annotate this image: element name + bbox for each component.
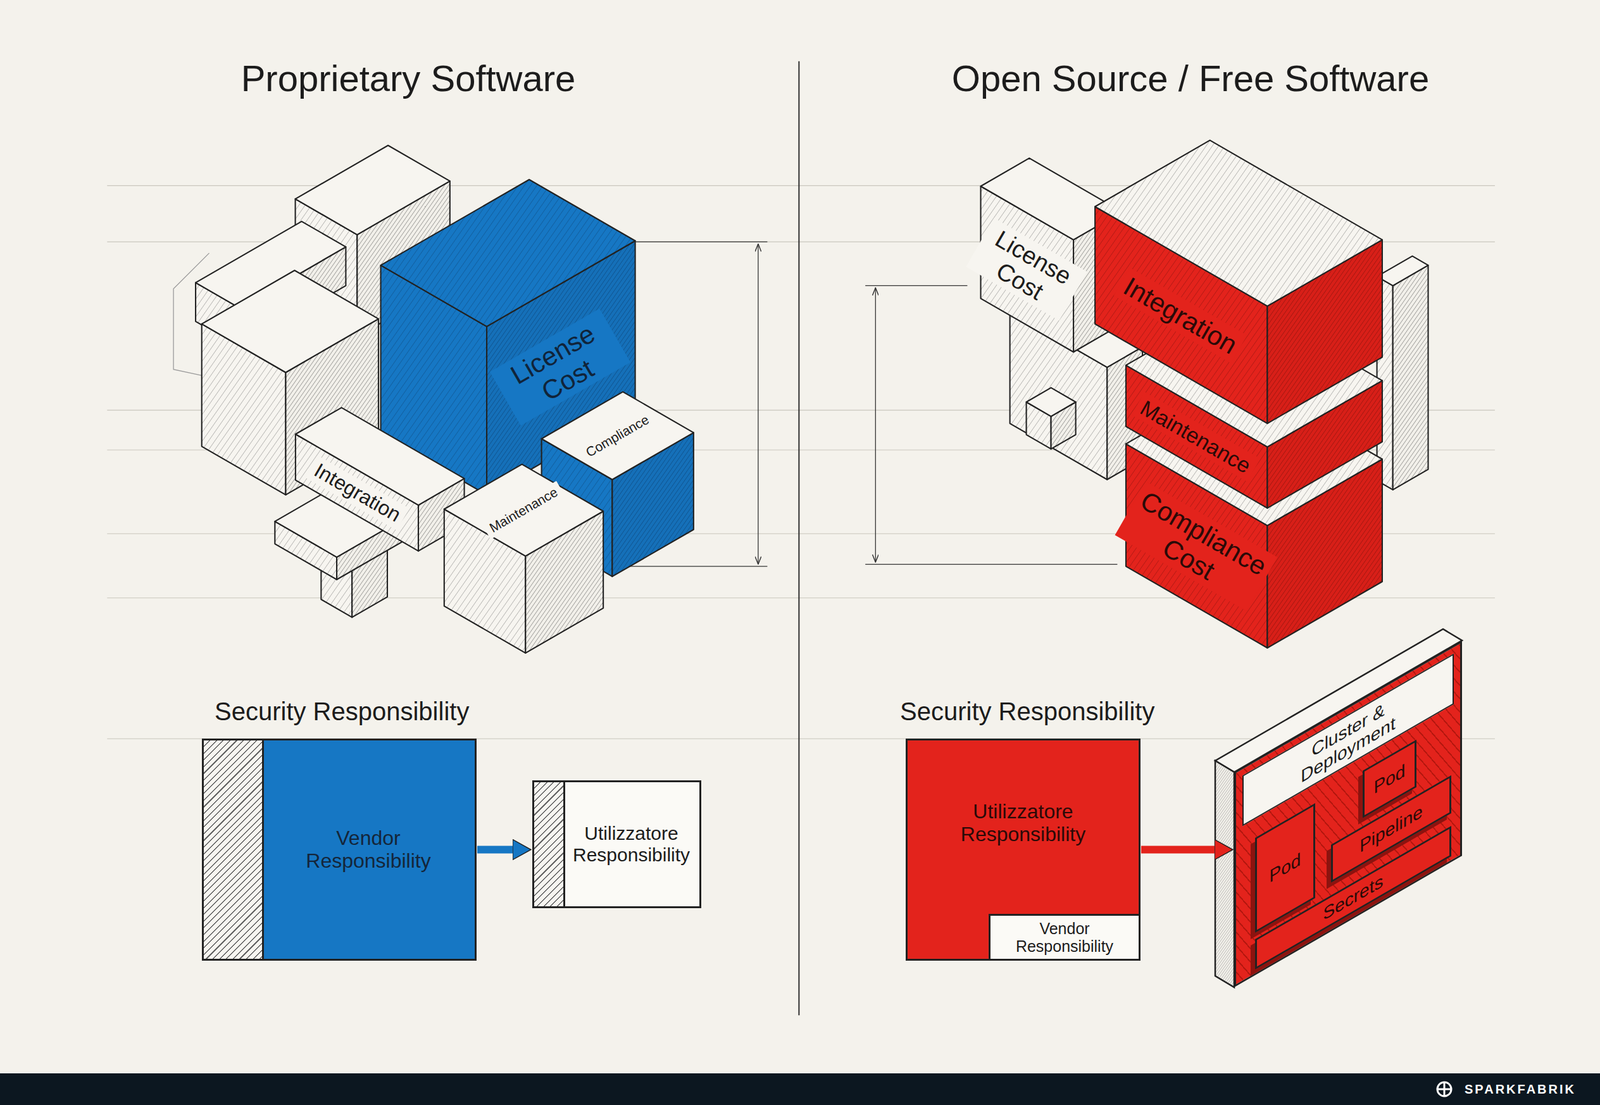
block-face — [444, 464, 604, 557]
iso-block — [1026, 387, 1076, 450]
flow-arrow — [1141, 846, 1215, 854]
cost-block: Integration — [305, 455, 410, 531]
responsibility-box: Utilizzatore ResponsibilityVendor Respon… — [905, 738, 1141, 961]
cost-block: Compliance Cost — [1114, 481, 1278, 611]
cost-block: Integration — [1113, 267, 1248, 363]
node-label: Integration — [305, 455, 410, 531]
extension-line — [865, 285, 968, 287]
node-label: Compliance Cost — [1114, 481, 1278, 611]
drawing — [106, 61, 1495, 1016]
logo-stroke — [1443, 1082, 1446, 1097]
block-face — [381, 179, 636, 327]
extension-line — [635, 241, 768, 242]
node-label: Vendor Responsibility — [996, 919, 1133, 956]
node-label: Maintenance — [481, 481, 566, 540]
extension-line — [612, 565, 768, 567]
block-face — [1377, 256, 1429, 287]
iso-block — [444, 464, 604, 654]
cost-block: Maintenance — [1131, 391, 1261, 482]
cost-block: Compliance — [578, 408, 657, 464]
block-face — [541, 391, 694, 480]
responsibility-box: Utilizzatore Responsibility — [532, 780, 702, 909]
iso-block — [1094, 140, 1383, 424]
logo-mark — [1437, 1082, 1452, 1097]
cost-block: License Cost — [965, 218, 1088, 321]
logo-ring — [1437, 1082, 1452, 1097]
watermark: SPARKFABRIK — [1464, 1082, 1576, 1097]
iso-block — [295, 407, 465, 552]
node-label: License Cost — [489, 308, 631, 426]
cost-block: Maintenance — [481, 481, 566, 540]
block-face — [201, 270, 379, 373]
cost-block: License Cost — [489, 308, 631, 426]
iso-block — [1377, 256, 1429, 490]
footer-bar — [0, 1073, 1600, 1105]
node-label: Compliance — [578, 408, 657, 464]
responsibility-box: Vendor Responsibility — [201, 738, 477, 961]
block-face — [1026, 387, 1076, 417]
block-face — [295, 145, 450, 235]
flow-arrow — [477, 846, 513, 854]
panel-title: Open Source / Free Software — [951, 58, 1430, 99]
cluster-side-face — [1215, 760, 1235, 988]
node-label: Utilizzatore Responsibility — [928, 800, 1119, 847]
divider — [798, 61, 800, 1016]
node-label: Maintenance — [1131, 391, 1261, 482]
block-face — [295, 407, 465, 506]
responsibility-box: Vendor Responsibility — [988, 913, 1141, 961]
dimension-line — [875, 287, 876, 563]
panel-title: Proprietary Software — [241, 58, 576, 99]
block-face — [1393, 265, 1429, 490]
node-label: Integration — [1113, 267, 1248, 363]
iso-blocks — [195, 140, 1428, 654]
node-label: Utilizzatore Responsibility — [570, 822, 692, 866]
node-label: Pod — [1374, 760, 1406, 799]
node-label: License Cost — [965, 218, 1088, 321]
section-heading: Security Responsibility — [900, 697, 1155, 726]
node-label: Vendor Responsibility — [286, 827, 451, 873]
section-heading: Security Responsibility — [214, 697, 469, 726]
extension-line — [865, 563, 1118, 565]
dimension-line — [757, 243, 759, 564]
cluster-block: Cluster & DeploymentPodPodPipelineSecret… — [1234, 640, 1463, 988]
node-label: Pod — [1269, 848, 1302, 887]
